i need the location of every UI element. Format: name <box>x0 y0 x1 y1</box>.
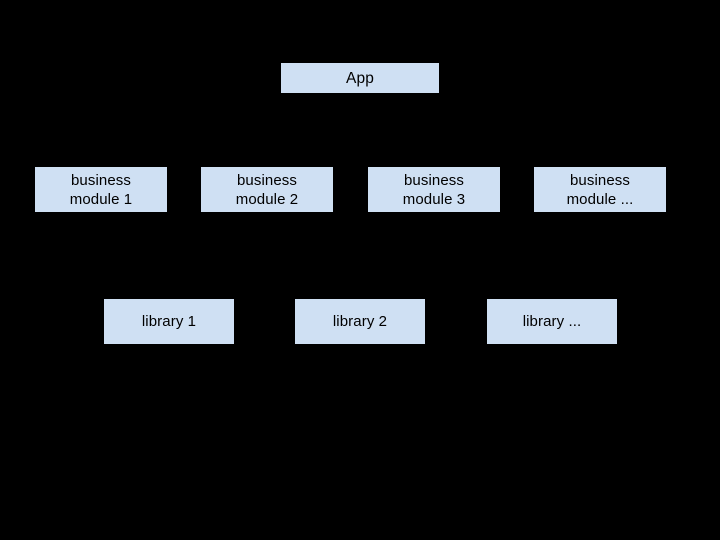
node-business-module-more[interactable]: business module ... <box>534 167 666 212</box>
node-business-module-more-label: business module ... <box>566 171 634 208</box>
node-library-2-label: library 2 <box>332 313 388 330</box>
node-library-more-label: library ... <box>522 313 582 330</box>
node-library-more[interactable]: library ... <box>487 299 617 344</box>
node-app-label: App <box>346 69 374 87</box>
node-business-module-2[interactable]: business module 2 <box>201 167 333 212</box>
node-app[interactable]: App <box>281 63 439 93</box>
node-business-module-3[interactable]: business module 3 <box>368 167 500 212</box>
node-library-2[interactable]: library 2 <box>295 299 425 344</box>
node-business-module-2-label: business module 2 <box>235 171 299 208</box>
node-business-module-3-label: business module 3 <box>402 171 466 208</box>
node-library-1[interactable]: library 1 <box>104 299 234 344</box>
node-business-module-1[interactable]: business module 1 <box>35 167 167 212</box>
node-library-1-label: library 1 <box>141 313 197 330</box>
node-business-module-1-label: business module 1 <box>69 171 133 208</box>
